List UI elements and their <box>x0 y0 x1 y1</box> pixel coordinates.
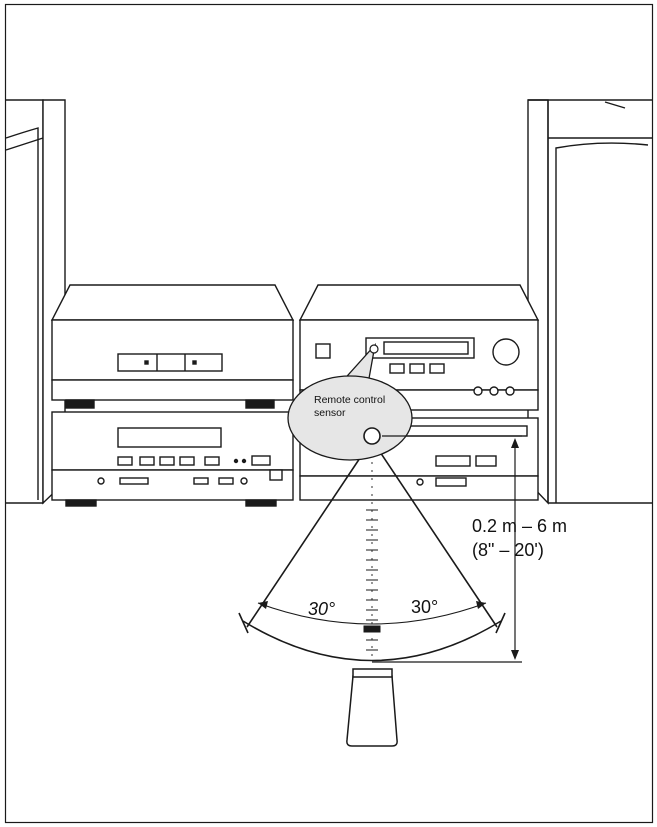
right-speaker <box>527 99 652 505</box>
reception-area <box>238 439 506 662</box>
callout-label-line1: Remote control <box>314 394 385 406</box>
cd-unit <box>50 284 295 409</box>
cassette-deck-unit <box>51 411 294 507</box>
centre-ladder-rungs <box>363 499 381 651</box>
left-angle-label: 30° <box>308 599 335 619</box>
remote-sensor-icon <box>363 427 381 445</box>
callout-label-line2: sensor <box>314 407 346 419</box>
angle-arrows <box>258 601 486 609</box>
distance-arrowheads <box>511 438 519 660</box>
distance-dimension <box>372 435 522 663</box>
sensor-callout <box>287 342 413 461</box>
distance-range-label: 0.2 m – 6 m <box>472 516 567 536</box>
remote-controller <box>346 668 398 747</box>
distance-range-imperial-label: (8" – 20') <box>472 540 544 560</box>
right-angle-label: 30° <box>411 597 438 617</box>
page-frame <box>4 3 654 824</box>
